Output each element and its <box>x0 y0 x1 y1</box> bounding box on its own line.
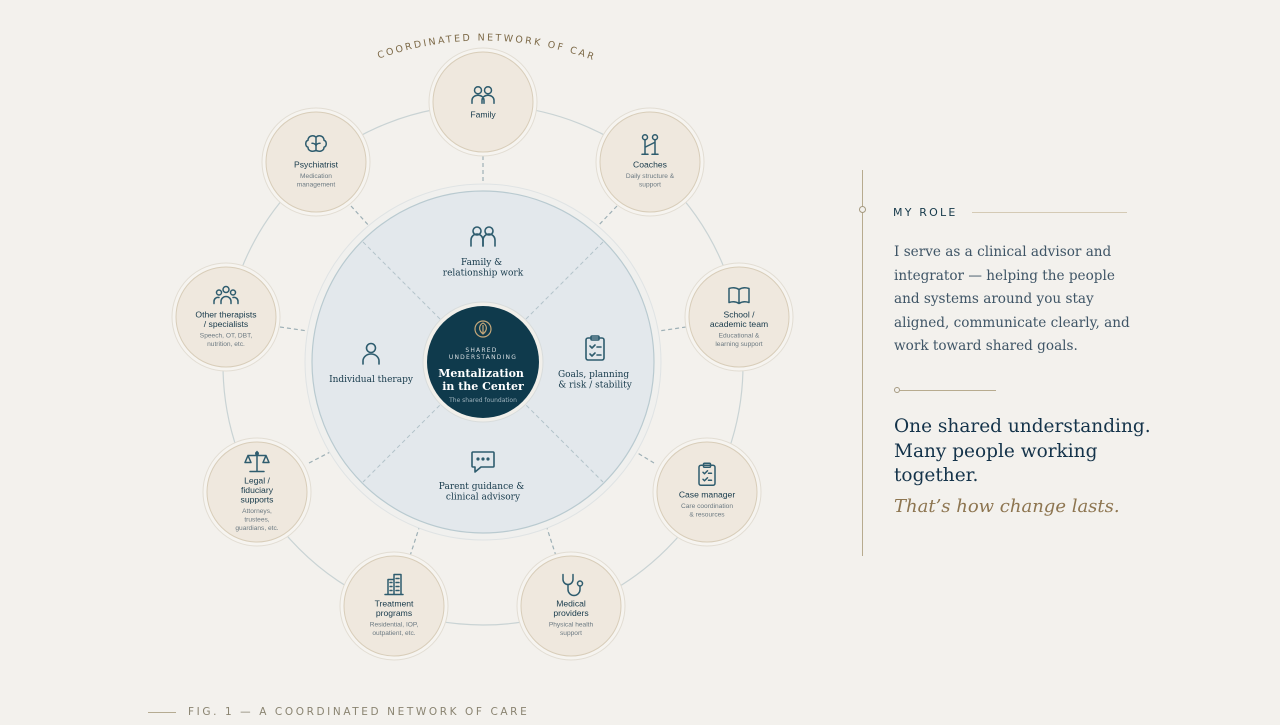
segment-label: Goals, planning & risk / stability <box>558 370 633 391</box>
chat-bubble-icon <box>471 451 495 473</box>
center-node: SHARED UNDERSTANDING Mentalization in th… <box>422 301 544 423</box>
family-icon <box>471 86 495 104</box>
connector-line <box>308 448 337 464</box>
center-kicker: SHARED UNDERSTANDING <box>449 347 517 361</box>
caption-rule <box>148 711 176 713</box>
clipboard-check-icon <box>585 335 605 361</box>
scales-icon <box>244 450 270 473</box>
care-network-diagram: A COORDINATED NETWORK OF CARE Family & r… <box>0 0 794 661</box>
node-family: Family <box>428 47 538 157</box>
node-title: Case manager <box>679 489 736 499</box>
node-title: Other therapists/ specialists <box>195 310 256 330</box>
role-body: I serve as a clinical advisor and integr… <box>894 244 1130 354</box>
segment-parent-guidance: Parent guidance & clinical advisory <box>439 451 527 503</box>
role-header: MY ROLE <box>893 206 1127 219</box>
role-panel: MY ROLE I serve as a clinical advisor an… <box>859 170 1162 556</box>
role-tagline-accent: That’s how change lasts. <box>894 496 1120 517</box>
connector-line <box>409 524 421 557</box>
node-title: Psychiatrist <box>294 159 339 169</box>
segment-label: Parent guidance & clinical advisory <box>439 482 527 503</box>
connector-line <box>545 524 557 557</box>
node-subtitle: Daily structure &support <box>626 173 675 189</box>
segment-goals-planning: Goals, planning & risk / stability <box>558 335 633 391</box>
person-icon <box>362 342 380 365</box>
role-title: MY ROLE <box>893 206 958 219</box>
node-subtitle: Speech, OT, DBT,nutrition, etc. <box>200 333 253 349</box>
node-subtitle: Educational &learning support <box>715 333 762 349</box>
book-icon <box>728 287 750 305</box>
brain-icon <box>305 135 327 152</box>
caption-text: FIG. 1 — A COORDINATED NETWORK OF CARE <box>188 706 530 718</box>
node-subtitle: Residential, IOP,outpatient, etc. <box>370 622 419 638</box>
divider-dot <box>894 387 900 393</box>
node-subtitle: Care coordination& resources <box>681 503 733 519</box>
group-icon <box>213 285 239 305</box>
stethoscope-icon <box>562 573 584 597</box>
clipboard-icon <box>698 462 716 486</box>
leaf-emblem-icon <box>474 320 492 338</box>
segment-family-relationship-work: Family & relationship work <box>443 226 524 279</box>
segment-label: Family & relationship work <box>443 258 524 279</box>
center-title: Mentalization in the Center <box>438 367 528 393</box>
panel-rule-dot <box>859 206 866 213</box>
node-title: Family <box>470 109 496 119</box>
role-header-rule <box>971 212 1127 213</box>
coach-icon <box>641 134 659 155</box>
figure-caption: FIG. 1 — A COORDINATED NETWORK OF CARE <box>148 706 529 718</box>
role-divider <box>894 387 996 393</box>
center-subtitle: The shared foundation <box>448 397 517 404</box>
role-tagline: One shared understanding. Many people wo… <box>894 416 1151 486</box>
family-icon <box>470 226 496 247</box>
panel-vertical-rule <box>862 170 863 556</box>
connector-line <box>350 205 372 229</box>
connector-line <box>595 205 618 229</box>
segment-label: Individual therapy <box>329 375 414 385</box>
building-icon <box>384 573 404 596</box>
node-title: Coaches <box>633 159 667 169</box>
node-subtitle: Attorneys,trustees,guardians, etc. <box>235 508 278 532</box>
divider-rule <box>900 389 996 391</box>
node-title: School /academic team <box>710 310 768 330</box>
segment-individual-therapy: Individual therapy <box>329 342 414 385</box>
